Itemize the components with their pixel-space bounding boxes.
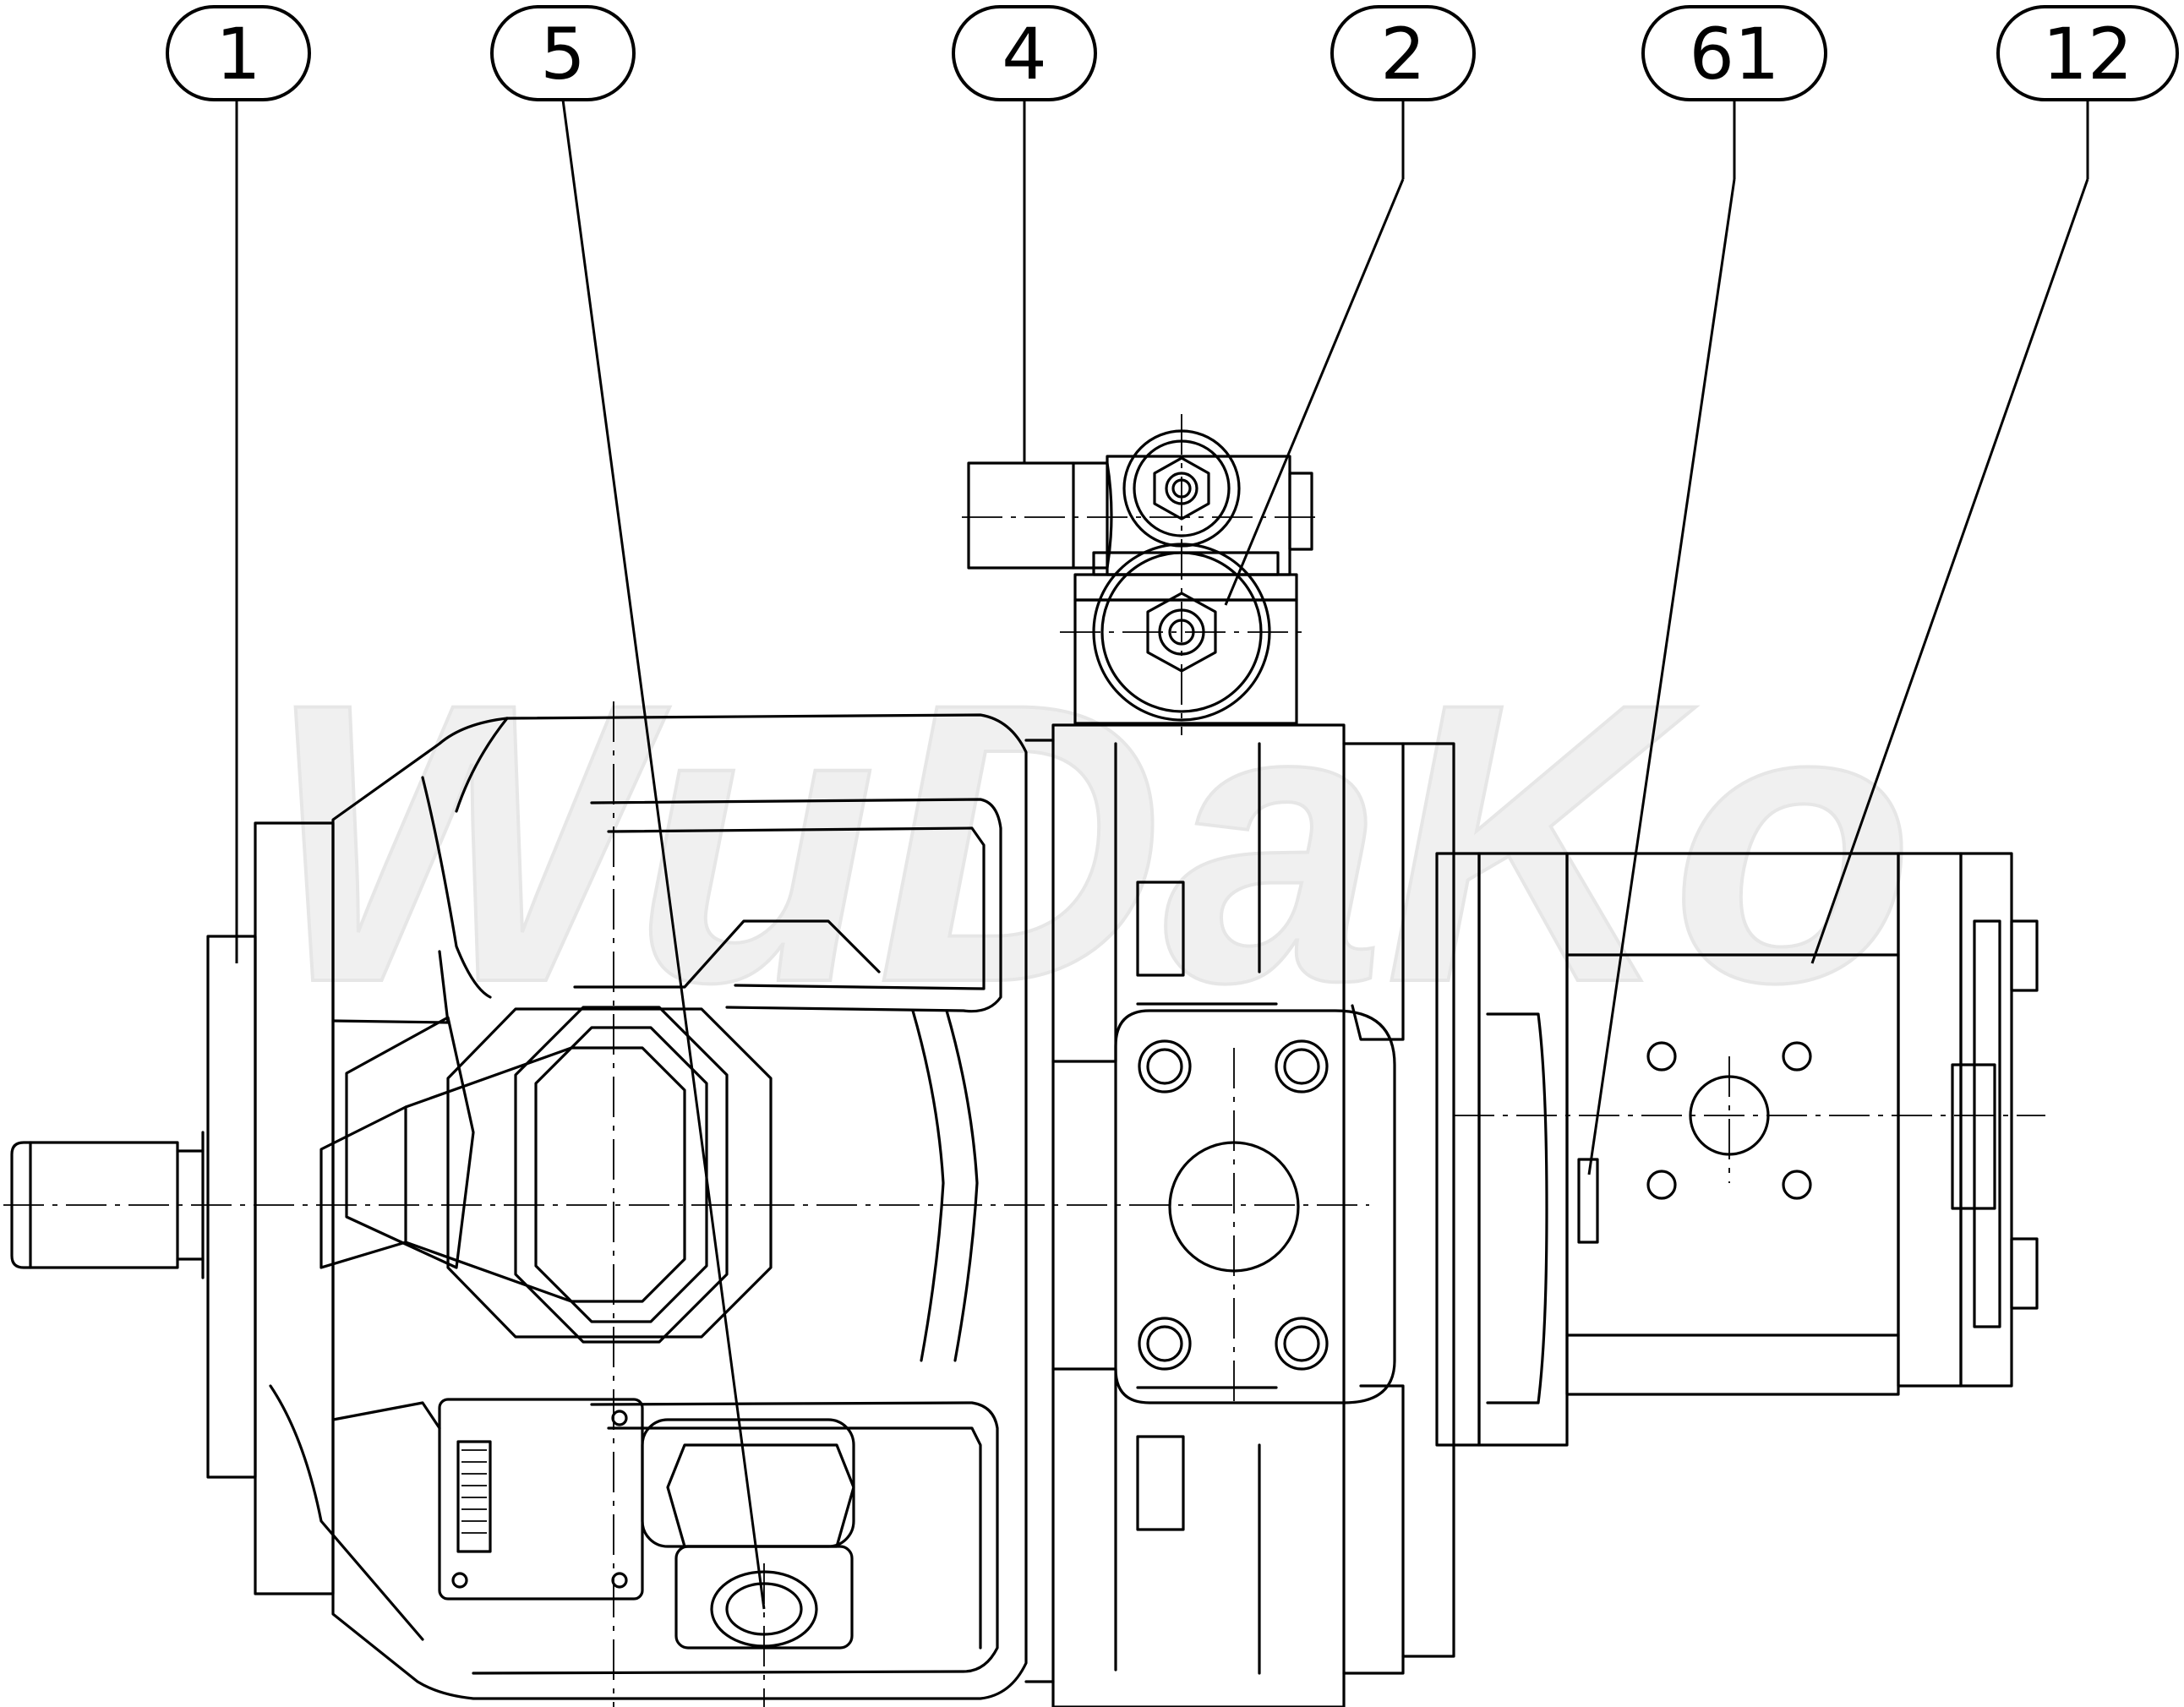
- leader-lines: [235, 99, 2089, 1610]
- balloon-61: 61: [1641, 5, 1827, 101]
- balloon-2-label: 2: [1380, 13, 1425, 95]
- pump-housing: [269, 713, 1028, 1700]
- watermark: WuDaKo: [266, 621, 1914, 1065]
- balloon-5-label: 5: [540, 13, 585, 95]
- port-fitting: [641, 1418, 855, 1650]
- pressure-flange: [1114, 1009, 1396, 1404]
- balloon-1: 1: [166, 5, 311, 101]
- balloon-5: 5: [490, 5, 636, 101]
- balloon-1-label: 1: [216, 13, 260, 95]
- control-plug: [967, 429, 1313, 576]
- gear-pump: [1435, 852, 2039, 1447]
- gear-pump-spigot: [1577, 1158, 1599, 1244]
- balloon-4: 4: [952, 5, 1097, 101]
- balloon-12: 12: [1996, 5, 2179, 101]
- valve-block: [1024, 723, 1455, 1707]
- plate-ruling: [461, 1449, 487, 1534]
- center-lines: [3, 414, 2045, 1707]
- balloon-12-label: 12: [2043, 13, 2133, 95]
- balloon-2: 2: [1330, 5, 1476, 101]
- balloon-4-label: 4: [1002, 13, 1046, 95]
- balloon-61-label: 61: [1690, 13, 1780, 95]
